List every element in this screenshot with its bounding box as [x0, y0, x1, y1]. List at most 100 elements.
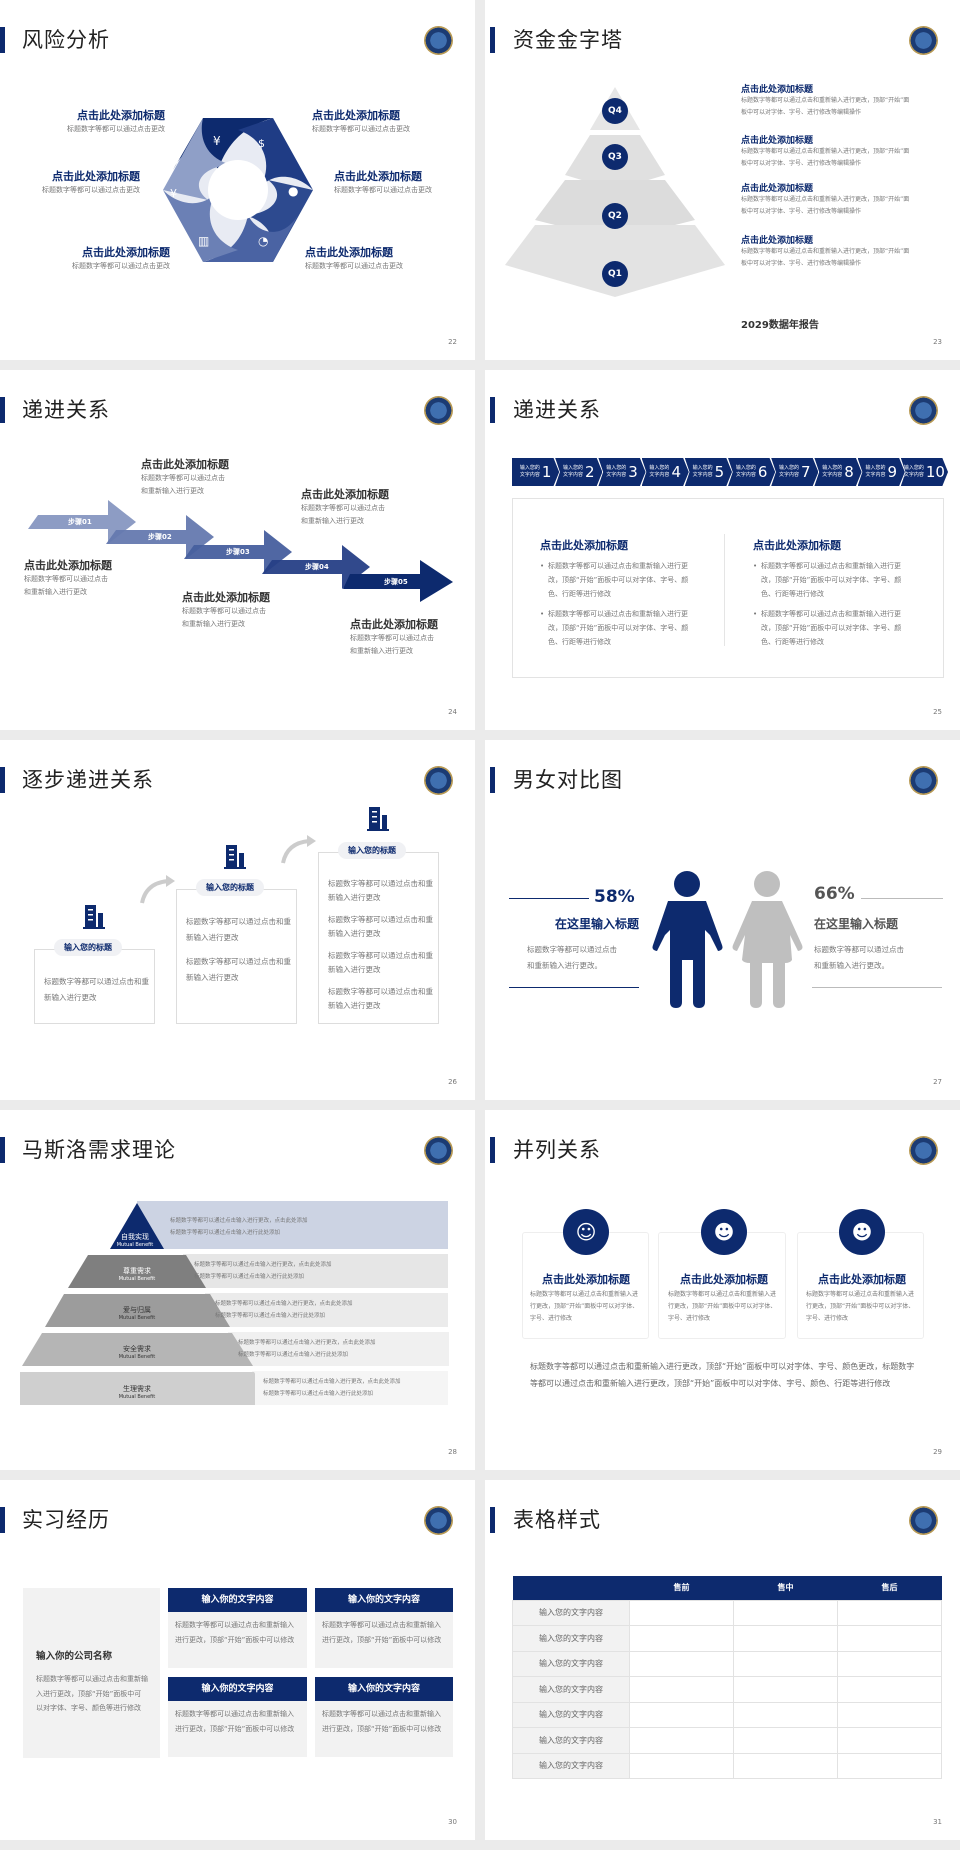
pie-chart-icon: ◔	[258, 234, 268, 248]
maslow-level-3[interactable]: 爱与归属 Mutual Benefit	[118, 1306, 156, 1321]
slide-29[interactable]: 并列关系 ☺ ☻ ☻ 点击此处添加标题 标题数字等都可以通过点击和重新输入进行更…	[485, 1110, 960, 1470]
male-figure-icon	[652, 871, 723, 1008]
step-box-2[interactable]: 标题数字等都可以通过点击和重新输入进行更改 标题数字等都可以通过点击和重新输入进…	[176, 889, 297, 1024]
step-label-5: 步骤05	[384, 578, 408, 586]
maslow-level-2[interactable]: 尊重需求 Mutual Benefit	[118, 1267, 156, 1282]
pyramid-item-2[interactable]: 点击此处添加标题 标题数字等都可以通过点击和重新输入进行更改，顶部“开始”面 板…	[741, 136, 910, 167]
step-box-1[interactable]: 标题数字等都可以通过点击和重新输入进行更改	[34, 949, 155, 1024]
column-right[interactable]: 点击此处添加标题 标题数字等都可以通过点击和重新输入进行更改，顶部“开始”面板中…	[753, 537, 908, 649]
maslow-desc-3: 标题数字等都可以通过点击输入进行更改，点击此处添加 标题数字等都可以通过点击输入…	[215, 1301, 353, 1319]
step-label-4: 步骤04	[305, 563, 329, 571]
step-label-3: 步骤03	[226, 548, 250, 556]
emblem-logo-icon	[909, 396, 938, 425]
user-icon: ☻	[701, 1209, 747, 1255]
slide-24[interactable]: 递进关系 步骤01 步骤02 步骤03 步骤04 步骤05 点击此处添加标题 标…	[0, 370, 475, 730]
maslow-level-5[interactable]: 生理需求 Mutual Benefit	[118, 1385, 156, 1400]
divider-line	[509, 898, 589, 899]
slide-title: 递进关系	[513, 398, 601, 422]
maslow-bar-3	[205, 1293, 448, 1327]
experience-card-2[interactable]: 输入你的文字内容 标题数字等都可以通过点击和重新输入进行更改，顶部“开始”面板中…	[315, 1588, 453, 1668]
slide-title: 并列关系	[513, 1138, 601, 1162]
slide-23[interactable]: 资金金字塔 Q4 Q3 Q2 Q1 点击此处添加标题 标题数字等都可以通过点击和…	[485, 0, 960, 360]
risk-item-4[interactable]: 点击此处添加标题 标题数字等都可以通过点击更改	[334, 170, 432, 194]
step-item-4[interactable]: 点击此处添加标题 标题数字等都可以通过点击 和重新输入进行更改	[301, 488, 389, 525]
female-heading: 在这里输入标题	[814, 917, 899, 931]
maslow-level-1[interactable]: 自我实现 Mutual Benefit	[116, 1233, 154, 1248]
title-accent-bar	[0, 1507, 5, 1533]
experience-card-3[interactable]: 输入你的文字内容 标题数字等都可以通过点击和重新输入进行更改，顶部“开始”面板中…	[168, 1677, 307, 1757]
level-q2-badge: Q2	[602, 203, 628, 229]
slide-31[interactable]: 表格样式 售前 售中 售后 输入您的文字内容 输入您的文字内容 输入您的文字内容…	[485, 1480, 960, 1840]
column-left[interactable]: 点击此处添加标题 标题数字等都可以通过点击和重新输入进行更改，顶部“开始”面板中…	[540, 537, 695, 649]
slide-title: 马斯洛需求理论	[22, 1138, 176, 1162]
step-item-5[interactable]: 点击此处添加标题 标题数字等都可以通过点击 和重新输入进行更改	[350, 618, 438, 655]
pyramid-item-1[interactable]: 点击此处添加标题 标题数字等都可以通过点击和重新输入进行更改，顶部“开始”面 板…	[741, 85, 910, 116]
step-item-3[interactable]: 点击此处添加标题 标题数字等都可以通过点击 和重新输入进行更改	[182, 591, 270, 628]
slide-title: 实习经历	[22, 1508, 110, 1532]
slide-28[interactable]: 马斯洛需求理论 自我实现 Mutual Benefit 尊重需求 Mutual …	[0, 1110, 475, 1470]
risk-cycle-diagram: ¥ $ ● ◔ ▥ ¥	[163, 118, 313, 262]
title-accent-bar	[490, 1507, 495, 1533]
emblem-logo-icon	[909, 1136, 938, 1165]
building-icon	[83, 905, 105, 929]
curved-arrow-icon	[281, 835, 316, 864]
money-bag-icon: ¥	[213, 134, 221, 148]
risk-item-6[interactable]: 点击此处添加标题 标题数字等都可以通过点击更改	[305, 246, 403, 270]
coins-icon: $	[258, 137, 265, 150]
title-accent-bar	[490, 397, 495, 423]
risk-item-5[interactable]: 点击此处添加标题 标题数字等都可以通过点击更改	[72, 246, 170, 270]
female-description: 标题数字等都可以通过点击 和重新输入进行更改。	[814, 945, 904, 970]
table-row: 输入您的文字内容	[512, 1650, 942, 1677]
title-accent-bar	[0, 27, 5, 53]
male-heading: 在这里输入标题	[554, 917, 639, 931]
risk-item-2[interactable]: 点击此处添加标题 标题数字等都可以通过点击更改	[312, 109, 410, 133]
level-q3-badge: Q3	[602, 144, 628, 170]
table-header-row: 售前 售中 售后	[512, 1576, 942, 1600]
step-item-2[interactable]: 点击此处添加标题 标题数字等都可以通过点击 和重新输入进行更改	[141, 458, 229, 495]
experience-card-4[interactable]: 输入你的文字内容 标题数字等都可以通过点击和重新输入进行更改，顶部“开始”面板中…	[315, 1677, 453, 1757]
company-card[interactable]: 输入你的公司名称 标题数字等都可以通过点击和重新输入进行更改，顶部“开始”面板中…	[23, 1588, 160, 1758]
slide-title: 表格样式	[513, 1508, 601, 1532]
step-box-2-title: 输入您的标题	[196, 879, 264, 896]
step-label-1: 步骤01	[68, 518, 92, 526]
risk-item-3[interactable]: 点击此处添加标题 标题数字等都可以通过点击更改	[42, 170, 140, 194]
slide-26[interactable]: 逐步递进关系 标题数字等都可以通过点击和重新输入进行更改 输入您的标题 标题数字…	[0, 740, 475, 1100]
male-description: 标题数字等都可以通过点击 和重新输入进行更改。	[527, 945, 617, 970]
step-box-3[interactable]: 标题数字等都可以通过点击和重新输入进行更改 标题数字等都可以通过点击和重新输入进…	[318, 852, 439, 1024]
experience-card-1[interactable]: 输入你的文字内容 标题数字等都可以通过点击和重新输入进行更改，顶部“开始”面板中…	[168, 1588, 307, 1668]
pyramid-item-3[interactable]: 点击此处添加标题 标题数字等都可以通过点击和重新输入进行更改，顶部“开始”面 板…	[741, 184, 910, 215]
maslow-bar-5	[252, 1371, 448, 1405]
page-number: 24	[448, 708, 457, 716]
slide-30[interactable]: 实习经历 输入你的公司名称 标题数字等都可以通过点击和重新输入进行更改，顶部“开…	[0, 1480, 475, 1840]
risk-item-1[interactable]: 点击此处添加标题 标题数字等都可以通过点击更改	[67, 109, 165, 133]
step-box-3-title: 输入您的标题	[338, 842, 406, 859]
step-item-1[interactable]: 点击此处添加标题 标题数字等都可以通过点击 和重新输入进行更改	[24, 559, 112, 596]
title-accent-bar	[0, 397, 5, 423]
emblem-logo-icon	[424, 1506, 453, 1535]
table-row: 输入您的文字内容	[512, 1727, 942, 1754]
pyramid-item-4[interactable]: 点击此处添加标题 标题数字等都可以通过点击和重新输入进行更改，顶部“开始”面 板…	[741, 236, 910, 267]
slide-27[interactable]: 男女对比图 58% 在这里输入标题 标题数字等都可以通过点击 和重新输入进行更改…	[485, 740, 960, 1100]
maslow-level-4[interactable]: 安全需求 Mutual Benefit	[118, 1345, 156, 1360]
female-percent: 66%	[814, 884, 855, 904]
content-card: 点击此处添加标题 标题数字等都可以通过点击和重新输入进行更改，顶部“开始”面板中…	[512, 498, 944, 678]
users-icon: ●	[288, 184, 298, 198]
slide-22[interactable]: 风险分析 ¥ $ ● ◔ ▥ ¥ 点击此处添加标题 标题数字等都可以通过点击更改…	[0, 0, 475, 360]
title-accent-bar	[490, 1137, 495, 1163]
page-number: 28	[448, 1448, 457, 1456]
emblem-logo-icon	[424, 396, 453, 425]
page-number: 26	[448, 1078, 457, 1086]
step-arrows-diagram	[28, 500, 453, 602]
